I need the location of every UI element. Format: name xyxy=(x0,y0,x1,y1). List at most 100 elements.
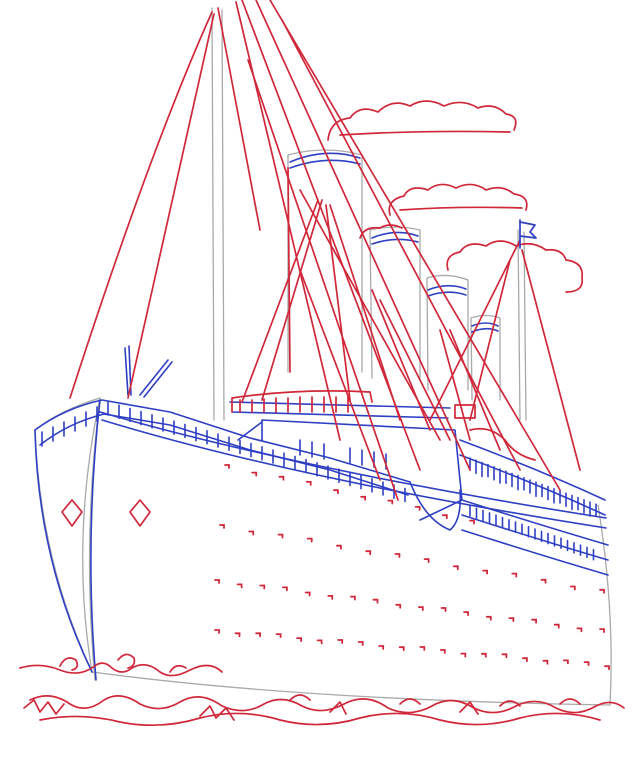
aft-mast xyxy=(517,229,527,421)
porthole xyxy=(372,598,379,604)
bow-crane-3 xyxy=(237,421,263,441)
hull-sheer-line-2 xyxy=(101,419,607,529)
deck-stripe-5 xyxy=(461,529,609,576)
railing-posts xyxy=(41,401,406,503)
funnel-stays-1 xyxy=(371,289,501,451)
smoke-cloud-4 xyxy=(359,224,403,239)
porthole xyxy=(540,578,547,584)
deck-stripe-1 xyxy=(459,439,606,501)
porthole xyxy=(219,524,225,529)
water-line-3 xyxy=(39,712,601,727)
porthole xyxy=(255,632,261,638)
smoke-cloud-2 xyxy=(388,183,528,216)
porthole xyxy=(278,475,285,481)
porthole xyxy=(482,569,488,575)
porthole xyxy=(469,519,475,525)
porthole xyxy=(576,627,583,633)
porthole xyxy=(463,611,469,616)
lifeboat-stern xyxy=(454,404,536,461)
porthole xyxy=(214,629,220,634)
hull-stern-line xyxy=(597,504,612,706)
water-curls xyxy=(59,653,581,707)
deck-stripe-4 xyxy=(461,514,609,561)
porthole xyxy=(508,617,515,622)
funnel-1-outline xyxy=(287,149,363,373)
rigging-12 xyxy=(299,269,381,481)
boat-deck-red xyxy=(231,390,373,413)
porthole xyxy=(583,661,590,666)
porthole xyxy=(599,628,605,633)
bridge-wing xyxy=(409,481,462,531)
anchor-port-icon xyxy=(61,499,83,527)
rigging-6 xyxy=(247,59,399,501)
anchor-starboard-icon xyxy=(129,499,151,527)
porthole xyxy=(333,489,339,495)
porthole xyxy=(599,588,605,594)
porthole xyxy=(337,639,344,644)
porthole xyxy=(357,641,364,646)
rigging-10 xyxy=(329,204,401,421)
porthole xyxy=(316,639,323,645)
rigging-fore-left xyxy=(69,11,213,399)
smoke-cloud-3 xyxy=(446,240,584,293)
funnel-3-cap xyxy=(427,284,467,297)
red-layer xyxy=(19,0,625,727)
porthole xyxy=(417,606,424,611)
porthole xyxy=(542,659,549,665)
porthole xyxy=(480,652,487,658)
portholes xyxy=(214,464,610,671)
porthole xyxy=(485,615,492,621)
rigging-fore-mid xyxy=(127,13,215,399)
rigging-3 xyxy=(255,0,471,471)
porthole xyxy=(365,550,372,556)
water-line-2 xyxy=(29,695,625,714)
hull-left-edge xyxy=(34,429,93,673)
porthole xyxy=(360,495,366,501)
funnel-1-red xyxy=(287,167,291,373)
porthole xyxy=(327,595,334,600)
porthole xyxy=(501,653,508,659)
rigging-7 xyxy=(241,199,319,403)
water-line-1 xyxy=(19,662,223,677)
flag-icon xyxy=(519,219,537,249)
porthole xyxy=(522,657,528,663)
porthole xyxy=(224,464,230,469)
pencil-layer xyxy=(34,7,612,706)
rigging-aft-2 xyxy=(521,249,581,471)
blue-layer xyxy=(34,152,609,681)
porthole xyxy=(277,533,284,539)
bow-railing xyxy=(34,399,411,483)
porthole xyxy=(439,649,446,654)
porthole xyxy=(511,572,518,578)
porthole xyxy=(214,579,220,584)
porthole xyxy=(378,645,385,650)
porthole xyxy=(248,530,255,536)
porthole xyxy=(350,595,356,601)
porthole xyxy=(336,544,342,550)
porthole xyxy=(395,603,402,609)
water-scribble xyxy=(23,699,479,721)
porthole xyxy=(604,665,610,671)
hull-keel-line xyxy=(91,671,611,706)
funnel-4-outline xyxy=(470,314,501,401)
boat-deck-windows xyxy=(239,396,349,413)
porthole xyxy=(398,646,405,652)
porthole xyxy=(419,646,426,651)
porthole xyxy=(394,553,401,558)
rigging-5 xyxy=(281,19,521,471)
porthole xyxy=(414,506,421,511)
deck-stripe-3 xyxy=(461,499,609,546)
porthole xyxy=(305,481,312,486)
porthole xyxy=(460,652,467,658)
rigging-4 xyxy=(269,0,561,491)
hatch-row xyxy=(299,439,387,470)
porthole xyxy=(569,585,576,591)
deck-ticks xyxy=(469,457,597,561)
bow-crane-2 xyxy=(139,359,173,398)
porthole xyxy=(236,583,243,589)
porthole xyxy=(387,499,394,505)
hull-left-blue xyxy=(34,429,93,673)
porthole xyxy=(441,514,448,520)
foremast xyxy=(211,7,225,421)
